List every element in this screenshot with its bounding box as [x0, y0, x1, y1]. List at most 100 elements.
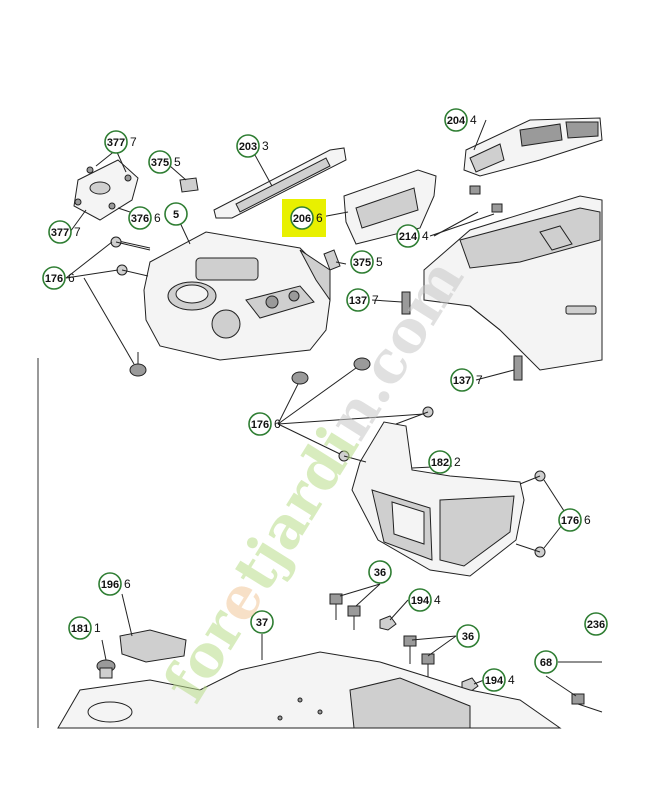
callout-suffix: 6 [316, 211, 323, 225]
callout-number: 375 [353, 257, 371, 269]
callout-376: 376 6 [128, 206, 161, 230]
callout-suffix: 2 [454, 455, 461, 469]
watermark-text: foretjardin.com [150, 247, 477, 713]
callout-circle [248, 412, 272, 436]
callout-number: 376 [131, 213, 149, 225]
spacer-part-137b [513, 355, 523, 381]
callout-number: 196 [101, 579, 119, 591]
hood-part [423, 195, 603, 371]
callout-circle [368, 560, 392, 584]
callout-circle [558, 508, 582, 532]
callout-circle [250, 610, 274, 634]
callout-circle [444, 108, 468, 132]
callout-circle [482, 668, 506, 692]
spacer-part-137a [401, 291, 411, 315]
grommet-left [129, 363, 147, 377]
callout-375: 375 5 [350, 250, 383, 274]
leader-lines [65, 119, 602, 697]
callout-36: 36 [368, 560, 392, 584]
callout-number: 137 [453, 375, 471, 387]
callout-circle [428, 450, 452, 474]
watermark: foretjardin.com [150, 247, 477, 713]
callout-number: 203 [239, 141, 257, 153]
callout-suffix: 4 [470, 113, 477, 127]
callout-circle [408, 588, 432, 612]
callout-236: 236 [584, 612, 608, 636]
callout-circle [396, 224, 420, 248]
callout-suffix: 5 [376, 255, 383, 269]
clip-part-375b [323, 249, 341, 271]
callout-suffix: 4 [434, 593, 441, 607]
callout-circle [48, 220, 72, 244]
bolts-176-left [110, 236, 151, 277]
callout-suffix: 6 [274, 417, 281, 431]
clip-part-375a [179, 177, 199, 193]
callout-suffix: 7 [74, 225, 81, 239]
callout-number: 68 [540, 657, 552, 669]
callout-suffix: 7 [372, 293, 379, 307]
grommet-part-181 [96, 659, 116, 679]
callout-suffix: 5 [174, 155, 181, 169]
callout-number: 176 [45, 273, 63, 285]
callout-5: 5 [164, 202, 188, 226]
callout-number: 194 [411, 595, 430, 607]
callout-suffix: 4 [508, 673, 515, 687]
callout-circle [584, 612, 608, 636]
callout-number: 377 [107, 137, 125, 149]
callout-number: 176 [561, 515, 579, 527]
callout-number: 137 [349, 295, 367, 307]
callout-377: 377 7 [48, 220, 81, 244]
body-part-37 [57, 651, 562, 729]
callout-suffix: 7 [130, 135, 137, 149]
callout-68: 68 [534, 650, 558, 674]
callout-suffix: 4 [422, 229, 429, 243]
callout-circle [42, 266, 66, 290]
grommet-right [353, 357, 371, 371]
dash-bracket-part [73, 159, 139, 221]
callout-suffix: 6 [584, 513, 591, 527]
callout-number: 36 [374, 567, 386, 579]
callout-circle [450, 368, 474, 392]
callout-suffix: 6 [68, 271, 75, 285]
callout-suffix: 6 [154, 211, 161, 225]
callout-circle [346, 288, 370, 312]
callout-circle [456, 624, 480, 648]
callout-214: 214 4 [396, 224, 429, 248]
dash-console-part [143, 231, 331, 361]
callout-suffix: 6 [124, 577, 131, 591]
callout-circle [350, 250, 374, 274]
callout-circle [236, 134, 260, 158]
fender-cover-part [351, 421, 525, 577]
callout-137: 137 7 [346, 288, 379, 312]
callout-37: 37 [250, 610, 274, 634]
callout-number: 182 [431, 457, 449, 469]
callout-circle [290, 206, 314, 230]
callout-number: 236 [587, 619, 605, 631]
callout-number: 214 [399, 231, 418, 243]
callout-circle [148, 150, 172, 174]
callout-suffix: 3 [262, 139, 269, 153]
bolt-68-part [571, 693, 603, 713]
callout-number: 377 [51, 227, 69, 239]
callout-number: 5 [173, 209, 179, 221]
callout-36: 36 [456, 624, 480, 648]
callout-number: 206 [293, 213, 311, 225]
trim-part-196 [119, 629, 187, 663]
grommet-mid [291, 371, 309, 385]
callout-number: 204 [447, 115, 466, 127]
callout-number: 36 [462, 631, 474, 643]
